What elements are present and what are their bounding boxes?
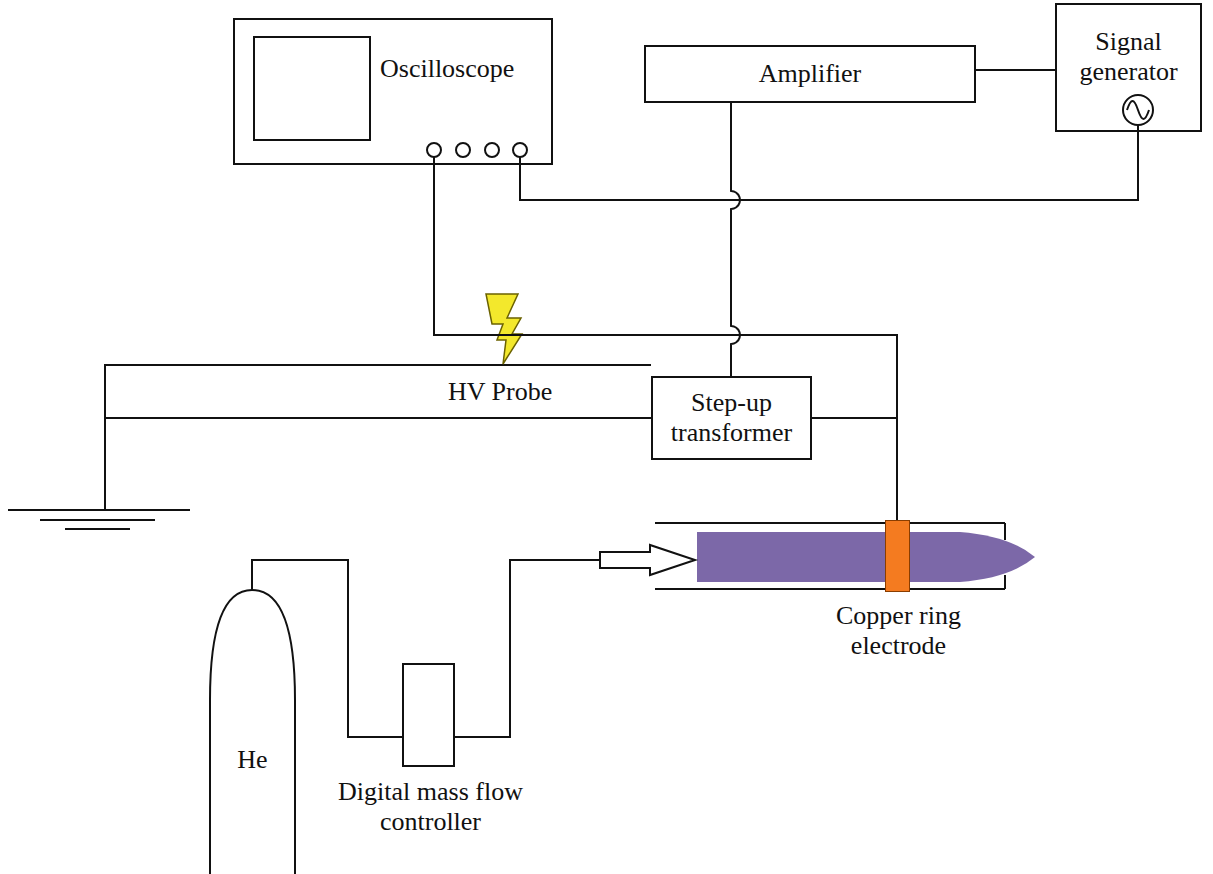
sine-source-symbol (1123, 95, 1153, 132)
signal-generator-box: Signal generator (1055, 3, 1202, 132)
node-text-wrap: He (210, 745, 295, 775)
dielectric-tube (655, 523, 1005, 589)
plasma-jet (697, 532, 1035, 582)
wire (520, 132, 1138, 200)
node-label: Oscilloscope (380, 54, 550, 84)
node-label: Digital mass flow controller (324, 777, 537, 837)
node-text-wrap: Step-up transformer (653, 378, 810, 458)
gas-cylinder (210, 590, 295, 874)
wire (434, 165, 897, 520)
gas-flow-arrow (600, 545, 695, 575)
scope-terminals (427, 143, 527, 165)
hv-probe-symbol (486, 294, 522, 364)
node-label: Signal generator (1057, 27, 1200, 87)
ground-wiring (8, 365, 651, 529)
gas-line (455, 560, 600, 737)
wire (812, 418, 897, 520)
node-text-wrap: Digital mass flow controller (324, 777, 537, 837)
node-label: Amplifier (759, 59, 862, 89)
node-label: Copper ring electrode (791, 601, 1006, 661)
node-text-wrap: Signal generator (1057, 27, 1200, 87)
node-text-wrap: Oscilloscope (380, 54, 550, 84)
wire (976, 69, 1055, 71)
scope-screen (254, 37, 370, 140)
copper-ring-electrode: Copper ring electrode (885, 520, 910, 592)
gas-cylinder: He (210, 590, 295, 874)
amplifier-box: Amplifier (644, 45, 976, 103)
node-label: He (210, 745, 295, 775)
oscilloscope-box: Oscilloscope (233, 18, 553, 165)
probe-label: HV Probe (448, 377, 552, 407)
mass-flow-controller: Digital mass flow controller (402, 663, 455, 767)
node-text-wrap: Copper ring electrode (791, 601, 1006, 661)
transformer-box: Step-up transformer (651, 376, 812, 460)
node-label: Step-up transformer (653, 388, 810, 448)
node-text-wrap: Amplifier (646, 47, 974, 101)
wire (252, 560, 402, 737)
